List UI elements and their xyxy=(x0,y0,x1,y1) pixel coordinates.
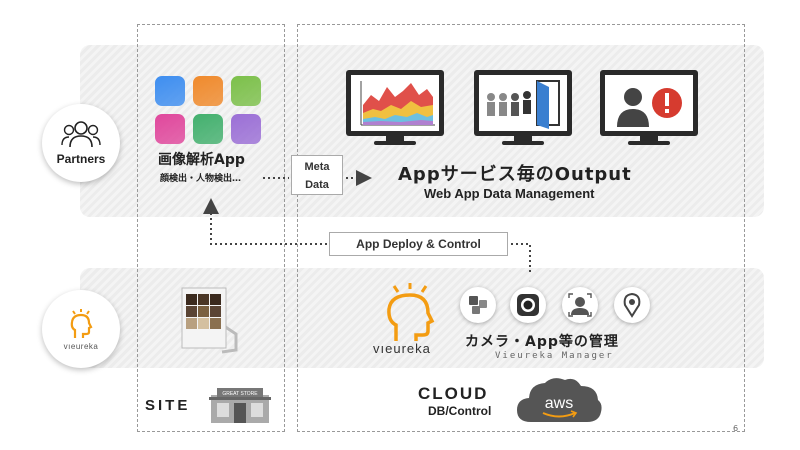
site-label: SITE xyxy=(145,397,191,414)
site-region xyxy=(137,24,285,432)
deploy-to-app-arrow xyxy=(211,202,531,272)
face-detection-icon xyxy=(568,293,592,317)
face-icon-circle xyxy=(562,287,598,323)
cloud-region xyxy=(297,24,745,432)
meta-data-line1: Meta xyxy=(304,161,330,173)
vieureka-badge-brand: vıeureka xyxy=(63,341,99,351)
app-deploy-control-box: App Deploy & Control xyxy=(329,232,508,256)
store-building-icon: GREAT STORE xyxy=(209,388,271,423)
vieureka-brand-text: vıeureka xyxy=(373,341,431,356)
location-icon-circle xyxy=(614,287,650,323)
people-group-icon xyxy=(61,121,101,148)
apps-icon-circle xyxy=(460,287,496,323)
cloud-label: CLOUD xyxy=(418,384,489,403)
store-sign-text: GREAT STORE xyxy=(222,391,258,397)
app-icon-grid xyxy=(155,76,261,144)
cloud-sublabel: DB/Control xyxy=(428,404,492,418)
vieureka-logo-icon xyxy=(70,308,93,338)
aws-cloud-icon: aws xyxy=(517,378,602,422)
meta-data-line2: Data xyxy=(305,179,329,191)
monitor-person-alert xyxy=(600,70,698,146)
page-number: 6 xyxy=(733,424,739,433)
vieureka-manager-subtitle: Vieureka Manager xyxy=(495,351,614,361)
location-pin-icon xyxy=(623,292,641,318)
camera-device-icon xyxy=(181,287,238,354)
area-chart-icon xyxy=(360,81,435,126)
app-tile-icon xyxy=(155,114,185,144)
people-entry-door-icon xyxy=(487,80,560,129)
vieureka-badge: vıeureka xyxy=(42,290,120,368)
output-title: Appサービス毎のOutput xyxy=(398,164,632,185)
monitor-people-entry xyxy=(474,70,572,146)
aws-text: aws xyxy=(545,395,573,412)
camera-app-management-title: カメラ・App等の管理 xyxy=(465,334,619,350)
vieureka-head-logo xyxy=(387,283,435,341)
person-alert-icon xyxy=(617,88,682,127)
partners-badge: Partners xyxy=(42,104,120,182)
meta-data-box: Meta Data xyxy=(291,155,343,195)
image-analysis-app-title: 画像解析App xyxy=(158,152,245,168)
camera-lens-icon xyxy=(517,294,539,316)
image-analysis-app-subtitle: 顔検出・人物検出… xyxy=(160,174,242,184)
app-tile-icon xyxy=(155,76,185,106)
apps-icon xyxy=(469,296,487,314)
app-tile-icon xyxy=(193,76,223,106)
partners-label: Partners xyxy=(56,152,106,166)
app-tile-icon xyxy=(231,76,261,106)
app-tile-icon xyxy=(193,114,223,144)
output-subtitle: Web App Data Management xyxy=(424,186,595,201)
camera-icon-circle xyxy=(510,287,546,323)
monitor-area-chart xyxy=(346,70,444,146)
app-tile-icon xyxy=(231,114,261,144)
